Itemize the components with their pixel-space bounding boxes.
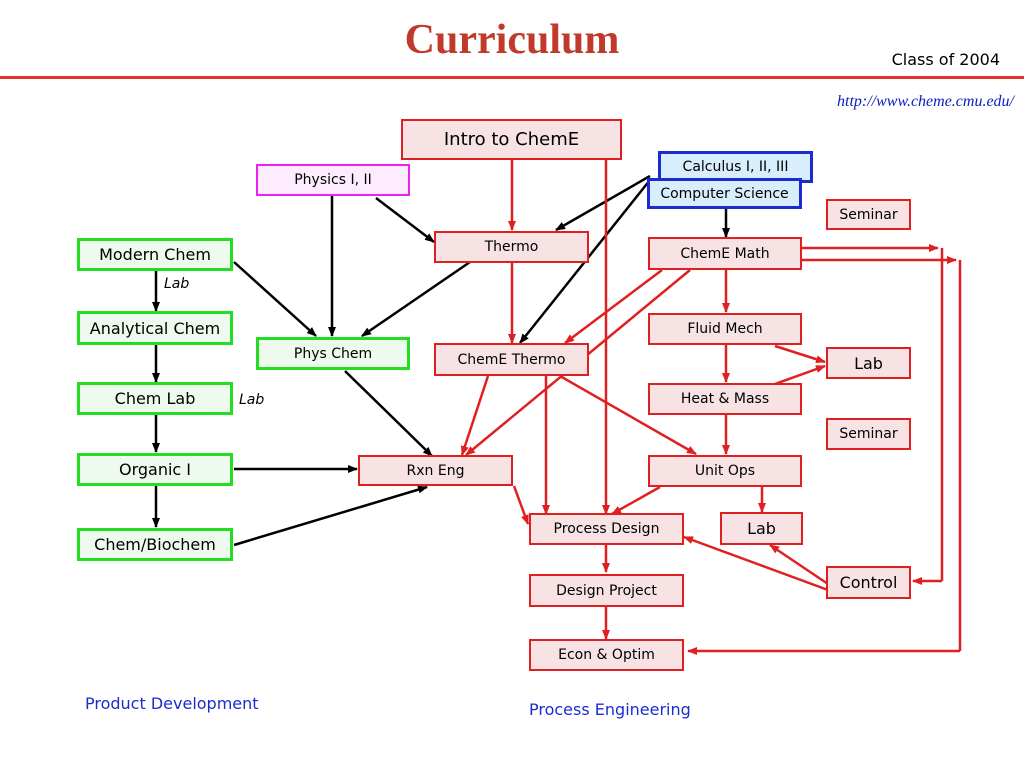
arrow-modern-to-physchem — [233, 261, 317, 337]
arrow-chemethermo-to-unitops — [559, 374, 697, 456]
arrow-fluidmech-to-lab — [774, 344, 826, 364]
arrow-physchem-to-rxneng — [344, 370, 433, 457]
course-chem-biochem: Chem/Biochem — [77, 528, 233, 561]
course-organic: Organic I — [77, 453, 233, 486]
course-phys-chem: Phys Chem — [256, 337, 410, 370]
header-divider — [0, 76, 1024, 79]
course-computer-science: Computer Science — [647, 178, 802, 209]
arrow-chemethermo-to-rxneng — [460, 375, 490, 456]
arrow-control-to-processdesign — [683, 535, 829, 592]
course-thermo: Thermo — [434, 231, 589, 263]
course-seminar-top: Seminar — [826, 199, 911, 230]
class-year: Class of 2004 — [891, 50, 1000, 69]
arrow-physics-to-thermo — [375, 197, 435, 243]
course-control: Control — [826, 566, 911, 599]
course-heat-mass: Heat & Mass — [648, 383, 802, 415]
course-rxn-eng: Rxn Eng — [358, 455, 513, 486]
course-lab-fluids: Lab — [826, 347, 911, 379]
arrow-control-to-lab — [769, 543, 829, 586]
course-modern-chem: Modern Chem — [77, 238, 233, 271]
arrow-unitops-to-processdesign — [611, 485, 661, 516]
course-analytical-chem: Analytical Chem — [77, 311, 233, 345]
page-title: Curriculum — [404, 17, 620, 63]
arrow-chememath-to-chemethermo — [564, 269, 663, 344]
website-url[interactable]: http://www.cheme.cmu.edu/ — [837, 93, 1014, 110]
track-process-engineering: Process Engineering — [529, 700, 691, 719]
course-econ-optim: Econ & Optim — [529, 639, 684, 671]
arrow-heatmass-to-lab — [774, 364, 826, 386]
course-unit-ops: Unit Ops — [648, 455, 802, 487]
course-seminar-mid: Seminar — [826, 418, 911, 450]
course-cheme-math: ChemE Math — [648, 237, 802, 270]
course-design-project: Design Project — [529, 574, 684, 607]
course-lab-unit-ops: Lab — [720, 512, 803, 545]
arrow-biochem-to-rxneng — [233, 485, 428, 547]
track-product-development: Product Development — [85, 694, 259, 713]
lab-annotation-modern: Lab — [164, 276, 190, 292]
lab-annotation-chem: Lab — [239, 392, 265, 408]
course-chem-lab: Chem Lab — [77, 382, 233, 415]
arrow-calculus-to-thermo — [555, 174, 651, 232]
course-fluid-mech: Fluid Mech — [648, 313, 802, 345]
course-intro-to-cheme: Intro to ChemE — [401, 119, 622, 160]
course-physics: Physics I, II — [256, 164, 410, 196]
arrow-thermo-to-physchem — [361, 260, 471, 338]
arrow-rxneng-to-processdesign — [512, 485, 530, 525]
course-process-design: Process Design — [529, 513, 684, 545]
course-cheme-thermo: ChemE Thermo — [434, 343, 589, 376]
